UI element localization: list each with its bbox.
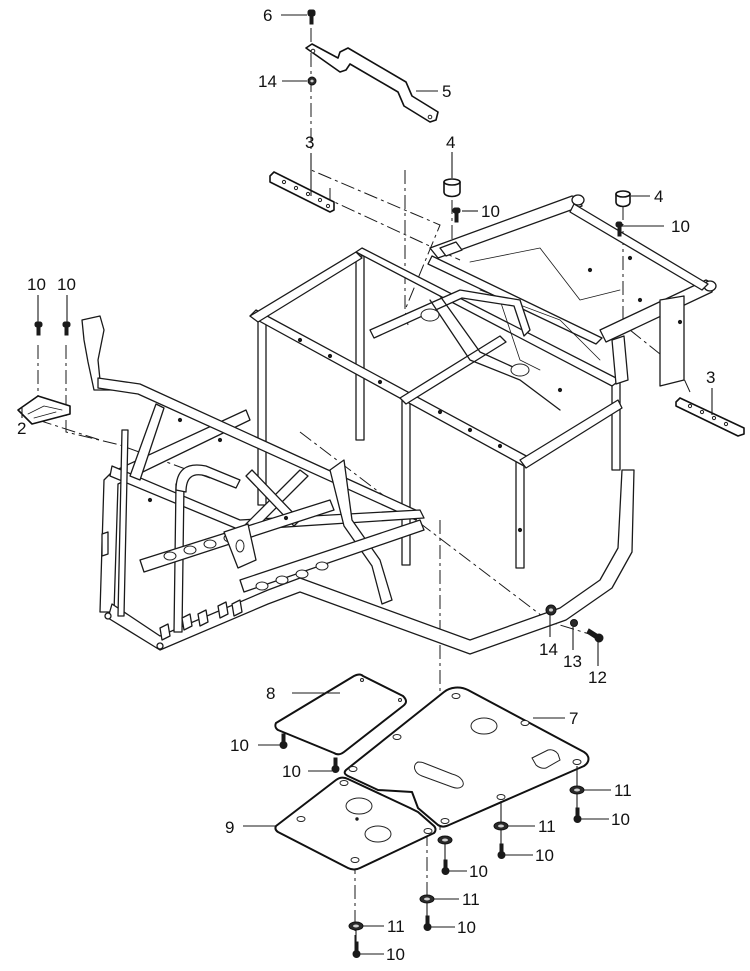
axis-strip-right — [629, 329, 691, 393]
frame-front-upright-left — [117, 429, 129, 617]
callout-7: 7 — [569, 709, 578, 728]
frame-center-arm — [429, 295, 561, 411]
fastener-stack-right — [569, 766, 585, 823]
frame-center-beam — [369, 289, 531, 339]
frame-rear-plate-right — [659, 295, 685, 387]
callout-10: 10 — [230, 736, 249, 755]
part-3-strip-left — [269, 171, 335, 213]
callout-10: 10 — [481, 202, 500, 221]
bolt-10-front-b — [62, 321, 71, 336]
bolt-6 — [307, 9, 316, 25]
part-2-front-bracket — [17, 395, 71, 425]
callout-3: 3 — [305, 133, 314, 152]
bolt-12 — [586, 628, 604, 643]
frame-side-tab — [101, 531, 109, 557]
gusset-hole — [235, 539, 245, 553]
callout-11: 11 — [538, 817, 556, 836]
fastener-stack-left — [348, 921, 364, 958]
callout-11: 11 — [462, 890, 480, 909]
frame-bed-cross-mid — [399, 335, 507, 405]
callout-3: 3 — [706, 368, 715, 387]
frame-bed-rail-right — [355, 247, 621, 387]
frame-front-diagonal-a — [129, 403, 165, 481]
frame-bed-rail-left — [249, 309, 531, 467]
bolt-10-right — [615, 221, 623, 237]
callout-10: 10 — [469, 862, 488, 881]
axis-handle-bolt — [310, 28, 441, 311]
part-3-strip-right — [675, 397, 745, 437]
frame-floor-rail-right — [239, 519, 425, 593]
frame-bed-cross-front — [249, 251, 363, 323]
callout-10: 10 — [535, 846, 554, 865]
frame-bed-cross-rear — [519, 399, 623, 469]
callout-4: 4 — [446, 133, 455, 152]
leader-lines — [21, 14, 713, 955]
callout-11: 11 — [614, 781, 632, 800]
callout-14: 14 — [258, 72, 277, 91]
frame-mount-eye — [420, 308, 440, 322]
callout-10: 10 — [57, 275, 76, 294]
part-8-small-skid-plate — [274, 673, 407, 756]
fastener-stack-center — [437, 835, 453, 875]
part-4-mount-center — [443, 178, 461, 198]
frame-center-tube-curve — [329, 459, 393, 605]
frame-front-lower-rail — [109, 465, 425, 531]
frame-rear-crossbar-bottom — [599, 279, 715, 343]
frame-rear-upright-center — [401, 397, 411, 566]
bolt-10-plate8-a — [279, 733, 288, 749]
callout-labels: 6 14 5 3 4 10 4 10 10 10 2 3 14 13 12 8 … — [17, 6, 715, 964]
bolt-10-front-a — [34, 321, 43, 336]
part-5-handle-bracket — [305, 43, 439, 123]
frame-detail-dots — [147, 255, 683, 533]
plate-slot — [414, 761, 464, 789]
main-frame — [81, 194, 717, 655]
plate-access-hole — [470, 717, 498, 735]
frame-mount-pad-center — [439, 241, 463, 257]
bolt-10-plate8-b — [331, 757, 340, 773]
frame-rear-upright-far — [611, 379, 621, 471]
callout-12: 12 — [588, 668, 607, 687]
callout-10: 10 — [671, 217, 690, 236]
frame-rear-inner-member — [469, 247, 621, 371]
callout-5: 5 — [442, 82, 451, 101]
frame-front-tabs — [104, 599, 243, 650]
frame-rear-bracket-post — [611, 335, 629, 385]
callout-13: 13 — [563, 652, 582, 671]
fastener-stack-center-2 — [419, 894, 435, 931]
callout-11: 11 — [387, 917, 405, 936]
fastener-stack-mid — [493, 801, 509, 859]
callout-10: 10 — [457, 918, 476, 937]
axis-handle-right — [404, 170, 409, 326]
part-7-rear-skid-plate — [343, 686, 590, 828]
frame-mount-eye — [510, 363, 530, 377]
frame-rear-upright-mid — [355, 255, 365, 441]
frame-rear-side-rail-right — [569, 203, 709, 291]
callout-10: 10 — [386, 945, 405, 964]
frame-tube-end — [571, 194, 585, 206]
frame-front-diagonal-c — [245, 469, 301, 527]
callout-10: 10 — [282, 762, 301, 781]
callout-14: 14 — [539, 640, 558, 659]
bolt-10-center — [452, 207, 461, 223]
callout-10: 10 — [611, 810, 630, 829]
washer-13 — [570, 619, 578, 627]
callout-10: 10 — [27, 275, 46, 294]
callout-4: 4 — [654, 187, 663, 206]
part-4-mount-right — [615, 190, 631, 208]
frame-front-bumper-loop — [175, 464, 241, 493]
part-9-front-skid-plate — [274, 776, 437, 871]
axis-bracket-bolt-b — [65, 345, 211, 479]
callout-6: 6 — [263, 6, 272, 25]
plate-square-hole — [531, 749, 561, 769]
callout-8: 8 — [266, 684, 275, 703]
frame-rear-upright-right — [515, 461, 525, 569]
callout-9: 9 — [225, 818, 234, 837]
callout-2: 2 — [17, 419, 26, 438]
